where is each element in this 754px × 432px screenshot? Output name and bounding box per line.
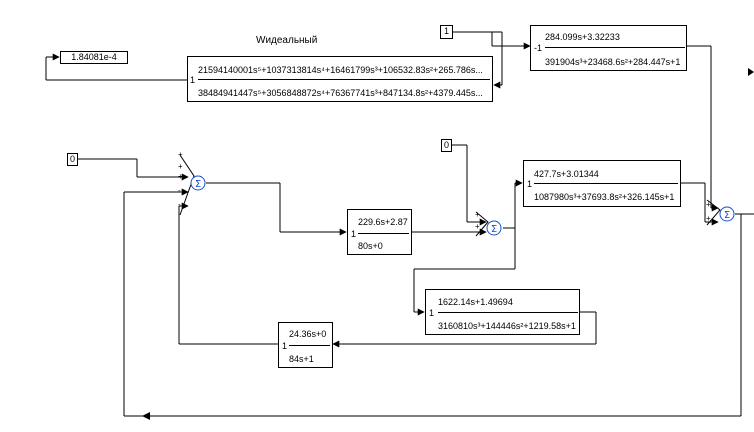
- wire-const-left: [78, 158, 189, 181]
- tf-lower-denominator: 3160810s³+144446s²+1219.58s+1: [438, 321, 576, 331]
- wire-ideal-to-display: [45, 53, 187, 81]
- tf-pi-denominator: 80s+0: [358, 241, 383, 251]
- wire-const-mid: [452, 144, 487, 226]
- tf-lower-fraction-line: [438, 312, 578, 313]
- tf-top-right-fraction-line: [545, 47, 685, 48]
- sum-right-sign-1: +: [706, 200, 711, 209]
- tf-feedback-denominator: 84s+1: [289, 354, 314, 364]
- tf-ideal-gain: 1: [190, 75, 196, 85]
- sum-left-sign-3: +: [178, 172, 183, 181]
- wire-tf-to-sumright: [681, 182, 719, 226]
- ideal-caption: Wидеальный: [256, 35, 318, 46]
- tf-mid-right-block[interactable]: 1 427.7s+3.01344 1087980s³+37693.8s²+326…: [523, 160, 681, 207]
- tf-pi-gain: 1: [351, 229, 357, 239]
- sum-right-symbol: Σ: [706, 199, 735, 226]
- tf-ideal-denominator: 38484941447s⁵+3056848872s⁴+76367741s³+84…: [198, 88, 483, 98]
- tf-lower-numerator: 1622.14s+1.49694: [438, 297, 513, 307]
- tf-mid-right-numerator: 427.7s+3.01344: [534, 169, 599, 179]
- tf-lower-block[interactable]: 1 1622.14s+1.49694 3160810s³+144446s²+12…: [425, 289, 580, 335]
- tf-feedback-numerator: 24.36s+0: [289, 329, 327, 339]
- wire-const1: [453, 31, 531, 89]
- sum-mid-sign-2: +: [475, 222, 480, 231]
- tf-pi-fraction-line: [358, 233, 409, 234]
- sum-mid-symbol: Σ: [475, 211, 502, 237]
- wire-topright-to-sum: [687, 45, 754, 212]
- sum-left-sign-1: +: [178, 150, 183, 159]
- sum-mid-sign-1: +: [475, 210, 480, 219]
- tf-top-right-numerator: 284.099s+3.32233: [545, 32, 620, 42]
- wire-lower-to-feedback: [332, 311, 597, 348]
- wire-summid-to-tf: [503, 179, 523, 229]
- sum-right-sign-2: +: [706, 214, 711, 223]
- tf-top-right-denominator: 391904s³+23468.6s²+284.447s+1: [545, 57, 681, 67]
- wire-output-feedback: [123, 188, 754, 420]
- tf-feedback-gain: 1: [282, 341, 288, 351]
- constant-zero-left[interactable]: 0: [67, 153, 78, 166]
- display-block[interactable]: 1.84081e-4: [60, 51, 128, 64]
- constant-one[interactable]: 1: [440, 25, 453, 39]
- sum-left-sign-4: -: [178, 186, 181, 195]
- tf-ideal-fraction-line: [198, 79, 490, 80]
- tf-ideal-numerator: 21594140001s⁵+1037313814s⁴+16461799s³+10…: [198, 65, 483, 75]
- svg-text:Σ: Σ: [724, 210, 730, 221]
- sum-left-symbol: Σ: [179, 154, 206, 216]
- tf-feedback-block[interactable]: 1 24.36s+0 84s+1: [278, 322, 333, 368]
- tf-top-right-block[interactable]: -1 284.099s+3.32233 391904s³+23468.6s²+2…: [530, 25, 687, 71]
- wire-feedback-to-sum: [178, 202, 278, 345]
- tf-pi-block[interactable]: 1 229.6s+2.87 80s+0: [347, 209, 412, 255]
- svg-text:Σ: Σ: [195, 179, 201, 190]
- tf-mid-right-denominator: 1087980s³+37693.8s²+326.145s+1: [534, 192, 675, 202]
- tf-mid-right-fraction-line: [534, 183, 678, 184]
- svg-text:Σ: Σ: [491, 224, 497, 235]
- tf-feedback-fraction-line: [289, 345, 330, 346]
- tf-lower-gain: 1: [429, 308, 435, 318]
- sum-left-sign-2: +: [178, 162, 183, 171]
- sum-left-sign-5: -: [178, 200, 181, 209]
- tf-top-right-gain: -1: [534, 43, 543, 53]
- wire-sum-to-pi: [206, 182, 347, 236]
- wire-to-lower-tf: [413, 228, 516, 316]
- constant-zero-mid[interactable]: 0: [441, 139, 452, 152]
- tf-ideal-block[interactable]: 1 21594140001s⁵+1037313814s⁴+16461799s³+…: [187, 56, 493, 102]
- tf-mid-right-gain: 1: [527, 179, 533, 189]
- tf-pi-numerator: 229.6s+2.87: [358, 217, 408, 227]
